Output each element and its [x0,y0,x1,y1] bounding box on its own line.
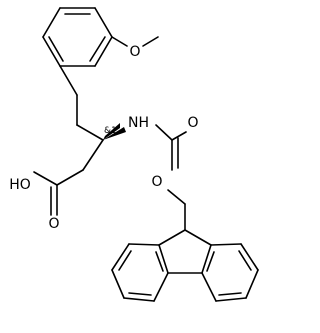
bond [210,243,242,246]
bond [111,269,125,299]
double-bond [206,251,215,272]
carbamate-oxygen-double-label: O [187,115,198,131]
bond [201,272,217,302]
bond [215,297,247,302]
bond [155,124,173,141]
structure-diagram: O &1 NH HO O O O [9,7,259,302]
double-bond [218,292,242,296]
bond [111,36,128,47]
bond [128,243,160,246]
bond [42,7,61,38]
bond [158,229,186,246]
double-bond [155,251,164,272]
double-bond [238,250,252,271]
bond [56,169,84,186]
wedge-bond [103,127,126,140]
bond [153,272,169,302]
wedge-bond [103,123,120,140]
bond [94,7,113,38]
bond [59,65,78,96]
stereo-label: &1 [104,126,117,136]
bond [42,36,61,67]
bond [184,229,212,246]
bond [240,243,259,271]
bond [82,139,104,171]
bond [111,243,130,271]
fluorenyl-group [111,229,259,302]
double-bond [48,36,64,62]
bond [76,124,104,141]
amine-nh-label: NH [128,115,149,131]
bond [142,36,159,47]
bond [123,297,155,302]
carbamate-oxygen-ester-label: O [151,174,162,190]
methoxy-oxygen-label: O [129,44,140,60]
bond [167,189,186,205]
bond [94,36,113,67]
chemical-structure: O &1 NH HO O O O [9,7,259,302]
double-bond [118,250,132,271]
bond [33,171,58,186]
methoxyphenyl-ring [42,7,113,67]
bond [158,244,169,274]
bond [245,269,259,299]
bond [201,244,212,274]
acid-oxygen-label: O [48,216,59,232]
acid-oh-label: HO [9,177,31,193]
bond [171,131,187,141]
double-bond [89,36,106,62]
double-bond [128,292,152,296]
